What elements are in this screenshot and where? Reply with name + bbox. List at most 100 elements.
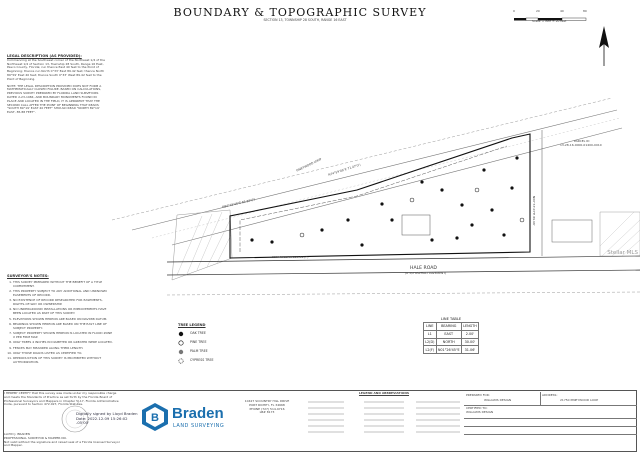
surveyor-title: PROFESSIONAL SURVEYOR & MAPPER NO.: [4, 435, 67, 440]
company-tagline: LAND SURVEYING: [173, 423, 225, 429]
note-item: SUBJECT PROPERTY SHOWN HEREON IS LOCATED…: [13, 331, 115, 340]
hale-road-edge-2: [166, 269, 640, 276]
parcel-label: PARCEL ID: [574, 139, 590, 143]
table-cell: 30.00': [460, 337, 480, 347]
note-item: FENCES MAY MEANDER ALONG THEIR LENGTH.: [13, 346, 115, 351]
pine-tree-icon: [178, 340, 184, 346]
tree-legend-item: CYPRESS TREE: [190, 357, 214, 362]
palm-tree-icon: [178, 349, 184, 354]
legend-abbreviations: LEGEND AND ABBREVIATIONS: [304, 391, 464, 450]
certified-to-label: CERTIFIED TO:: [466, 406, 488, 410]
survey-map: [112, 97, 640, 296]
address-label: ADDRESS:: [542, 393, 558, 397]
scale-tick-1: 20: [536, 9, 540, 13]
note-item: THIS PROPERTY SUBJECT TO ANY ADDITIONAL …: [13, 289, 115, 298]
surveyor-notes: SURVEYOR'S NOTES: THIS SURVEY PREPARED W…: [7, 274, 115, 367]
legal-heading: LEGAL DESCRIPTION (AS PROVIDED):: [7, 54, 82, 58]
road-label-hale: HALE ROAD: [410, 266, 437, 271]
scale-label: Scale: 1 inch = 20 feet: [532, 19, 567, 23]
note-item: REPRODUCTION OF THIS SURVEY IS PROHIBITE…: [13, 357, 115, 365]
bearing-south: S89°49'36"W 229.89'(F): [272, 255, 309, 259]
table-cell: N01°26'45"E: [435, 345, 462, 355]
digital-signature: Digitally signed by Lloyd Braden Date: 2…: [76, 411, 138, 426]
hale-road-edge-1: [166, 255, 640, 263]
certification: I HEREBY CERTIFY that this survey was ma…: [4, 391, 119, 407]
structure-outline: [401, 214, 431, 236]
scale-graphic: [514, 17, 587, 21]
address-line: PORT RICHEY, FL 34668: [249, 402, 285, 407]
scale-tick-2: 40: [560, 9, 564, 13]
bearing-east: N00°33'23"E 89.68': [532, 196, 536, 226]
client-name: WILLIAMS DESIGN: [484, 398, 512, 402]
table-row: L1 EAST 2.00': [423, 329, 480, 339]
line-table-header-row: LINE BEARING LENGTH: [423, 322, 480, 331]
legal-note: NOTE: THE LEGAL DESCRIPTION PROVIDED DOE…: [7, 83, 102, 115]
title-strip: [3, 390, 637, 452]
scale-tick-0: 0: [513, 9, 515, 13]
oak-tree-icon: [178, 331, 184, 336]
line-table: LINE TABLE LINE BEARING LENGTH L1 EAST 2…: [423, 317, 480, 380]
east-hatch-box: [599, 211, 640, 257]
property-address: 21750 PINEYWOOD LOOP: [560, 398, 599, 402]
row-line-1: [112, 97, 613, 221]
table-cell: L1: [423, 329, 437, 339]
table-cell: EAST: [435, 329, 462, 339]
prepared-for-label: PREPARED FOR:: [466, 393, 490, 397]
address-line: LB# 8173: [259, 410, 275, 415]
legal-text: Commencing at the Southwest corner of th…: [7, 57, 105, 81]
note-item: NO UNDERGROUND INSTALLATIONS OR IMPROVEM…: [13, 308, 115, 316]
address-line: 10427 SCOUNTRY HILL DRIVE: [244, 399, 290, 403]
tree-legend-heading: TREE LEGEND: [178, 323, 206, 327]
seal-icon: [61, 405, 89, 433]
note-item: ELEVATIONS SHOWN HEREON ARE BASED ON NAV…: [13, 317, 115, 322]
north-arrow-icon: [599, 26, 609, 66]
survey-subtitle: SECTION 13, TOWNSHIP 28 SOUTH, RANGE 16 …: [263, 18, 347, 22]
braden-logo-icon: B: [142, 403, 168, 431]
row-line-3: [171, 127, 623, 246]
note-item: ONLY TREES 4 INCHES IN DIAMETER OR GREAT…: [13, 341, 115, 345]
title-block: PREPARED FOR: WILLIAMS DESIGN ADDRESS: 2…: [464, 392, 637, 450]
hatch-lines: [176, 211, 232, 276]
address-line: PHONE (727) 514-9716: [249, 406, 285, 411]
watermark: Stellar MLS: [607, 250, 638, 256]
svg-text:B: B: [151, 412, 159, 424]
legend-heading: LEGEND AND ABBREVIATIONS: [358, 391, 410, 395]
notes-heading: SURVEYOR'S NOTES:: [7, 274, 49, 278]
line-table-header: BEARING: [435, 322, 462, 331]
table-cell: NORTH: [435, 337, 462, 347]
fence-line: [239, 145, 508, 252]
table-row: L2(F) N01°26'45"E 31.06': [423, 345, 480, 355]
note-item: ONLY THOSE ROADS LISTED AS CERTIFIED TO.: [13, 351, 115, 356]
note-item: NO EXISTENCE OF RECORD RESEARCHED FOR EA…: [13, 298, 115, 307]
table-cell: L2(D): [423, 337, 437, 347]
table-cell: 31.06': [460, 345, 480, 355]
surveyor-name: LLOYD J. BRADEN: [4, 432, 30, 436]
tree-legend-item: PINE TREE: [190, 339, 207, 344]
company-logo: B Braden LAND SURVEYING: [138, 400, 230, 434]
table-row: L2(D) NORTH 30.00': [423, 337, 480, 347]
east-structure: [551, 219, 593, 243]
hale-road-row: [166, 291, 640, 296]
property-boundary: [229, 133, 531, 259]
hatched-area: [171, 209, 233, 281]
table-cell: 2.00': [460, 329, 480, 339]
tree-markers: [250, 156, 519, 247]
line-table-header: LINE: [423, 322, 437, 331]
company-address: 10427 SCOUNTRY HILL DRIVE PORT RICHEY, F…: [232, 399, 302, 415]
legal-description: LEGAL DESCRIPTION (AS PROVIDED): Commenc…: [7, 54, 105, 118]
note-item: THIS SURVEY PREPARED WITHOUT THE BENEFIT…: [13, 280, 115, 289]
tree-legend-item: OAK TREE: [190, 330, 206, 335]
surveyor-note: Not valid without the signature and rais…: [4, 439, 120, 448]
table-cell: L2(F): [423, 345, 437, 355]
legend-symbols: [308, 401, 460, 432]
tree-legend: TREE LEGEND OAK TREE PINE TREE PALM TREE…: [178, 323, 238, 367]
company-name: Braden: [172, 405, 224, 422]
note-item: BEARINGS SHOWN HEREON ARE BASED ON THE E…: [13, 322, 115, 331]
tree-legend-item: PALM TREE: [190, 348, 208, 353]
parcel-number: 13-28-16-0000-01400-0010: [560, 143, 602, 147]
certified-to-name: WILLIAMS DESIGN: [466, 410, 494, 414]
road-sub-hale: (A 1/2 ASPHALT PAVEMENT): [405, 271, 447, 275]
scale-bar: 0 20 40 80 Scale: 1 inch = 20 feet: [512, 9, 590, 24]
cypress-tree-icon: [178, 358, 184, 364]
survey-title: BOUNDARY & TOPOGRAPHIC SURVEY: [173, 6, 427, 19]
